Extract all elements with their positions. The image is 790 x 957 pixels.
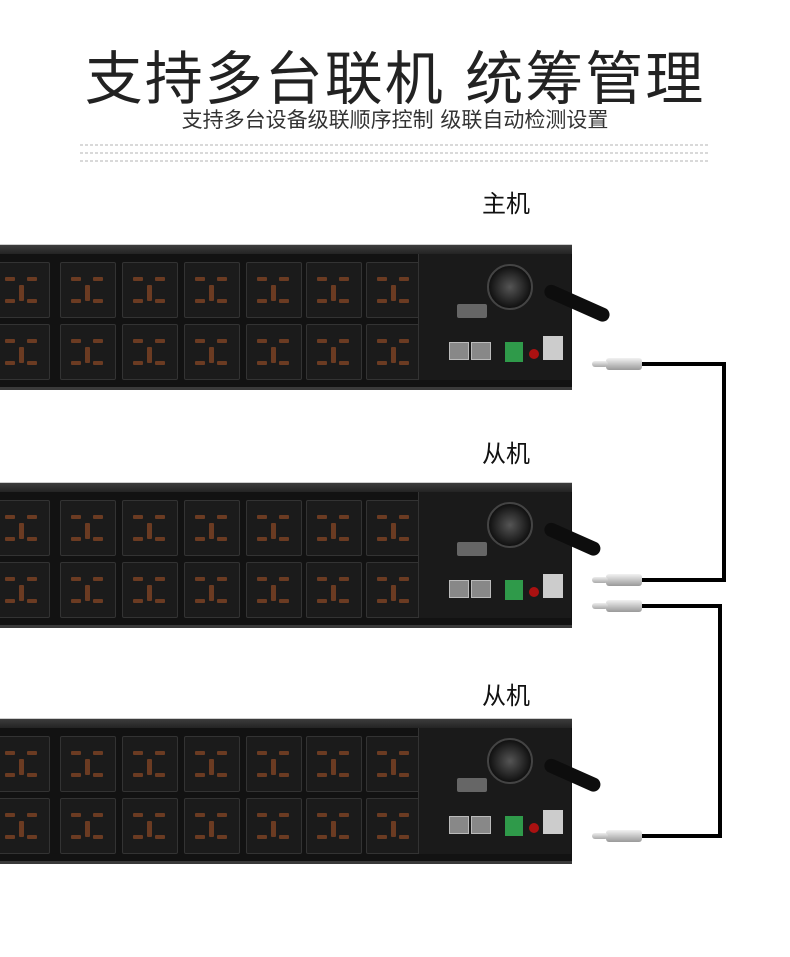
device-top [0,482,572,494]
outlet-socket [366,500,422,556]
outlet-socket [366,562,422,618]
label-master: 主机 [482,190,530,218]
usb-port [543,574,563,598]
rear-control-panel [418,254,571,380]
terminal-block [505,816,523,836]
outlet-socket [184,562,240,618]
fine-print-decoration [80,138,710,164]
rear-control-panel [418,728,571,854]
outlet-socket [60,798,116,854]
cascade-wire [640,834,722,838]
outlet-socket [60,736,116,792]
outlet-socket [60,262,116,318]
terminal-block [505,580,523,600]
indicator-led [529,349,539,359]
outlet-socket [0,324,50,380]
device-unit-master [0,240,572,390]
outlet-socket [184,736,240,792]
cascade-wire [640,604,722,608]
usb-port [543,810,563,834]
device-top [0,244,572,256]
outlet-socket [246,736,302,792]
serial-port [457,542,487,556]
power-inlet-knob [487,738,533,784]
outlet-socket [60,500,116,556]
cascade-wire [722,362,726,582]
ethernet-port [471,816,491,834]
label-slave-1: 从机 [482,440,530,468]
outlet-socket [306,736,362,792]
outlet-socket [122,500,178,556]
outlet-socket [0,562,50,618]
outlet-socket [366,798,422,854]
outlet-socket [306,262,362,318]
outlet-socket [246,798,302,854]
outlet-socket [60,562,116,618]
cascade-wire [640,578,726,582]
device-top [0,718,572,730]
ethernet-port [471,342,491,360]
cascade-wire [718,604,722,838]
indicator-led [529,587,539,597]
outlet-socket [306,500,362,556]
audio-plug [592,830,642,842]
device-unit-slave-1 [0,478,572,628]
indicator-led [529,823,539,833]
outlet-socket [122,324,178,380]
usb-port [543,336,563,360]
ethernet-port [471,580,491,598]
outlet-socket [0,736,50,792]
rear-control-panel [418,492,571,618]
outlet-socket [122,798,178,854]
outlet-socket [366,262,422,318]
outlet-socket [122,262,178,318]
device-unit-slave-2 [0,714,572,864]
outlet-socket [184,262,240,318]
outlet-socket [306,562,362,618]
page-subtitle: 支持多台设备级联顺序控制 级联自动检测设置 [181,108,609,132]
outlet-socket [122,736,178,792]
ethernet-port [449,816,469,834]
outlet-socket [0,500,50,556]
outlet-socket [246,562,302,618]
ethernet-port [449,342,469,360]
outlet-socket [184,798,240,854]
outlet-socket [184,324,240,380]
audio-plug [592,600,642,612]
outlet-socket [0,798,50,854]
outlet-socket [366,736,422,792]
outlet-socket [60,324,116,380]
cascade-wire [640,362,726,366]
audio-plug [592,574,642,586]
audio-plug [592,358,642,370]
ethernet-port [449,580,469,598]
outlet-socket [246,262,302,318]
page-title: 支持多台联机 统筹管理 [84,45,706,113]
outlet-socket [184,500,240,556]
serial-port [457,304,487,318]
power-inlet-knob [487,502,533,548]
outlet-socket [306,324,362,380]
power-inlet-knob [487,264,533,310]
label-slave-2: 从机 [482,682,530,710]
outlet-socket [246,500,302,556]
outlet-socket [122,562,178,618]
outlet-socket [0,262,50,318]
terminal-block [505,342,523,362]
outlet-socket [366,324,422,380]
outlet-socket [246,324,302,380]
serial-port [457,778,487,792]
outlet-socket [306,798,362,854]
